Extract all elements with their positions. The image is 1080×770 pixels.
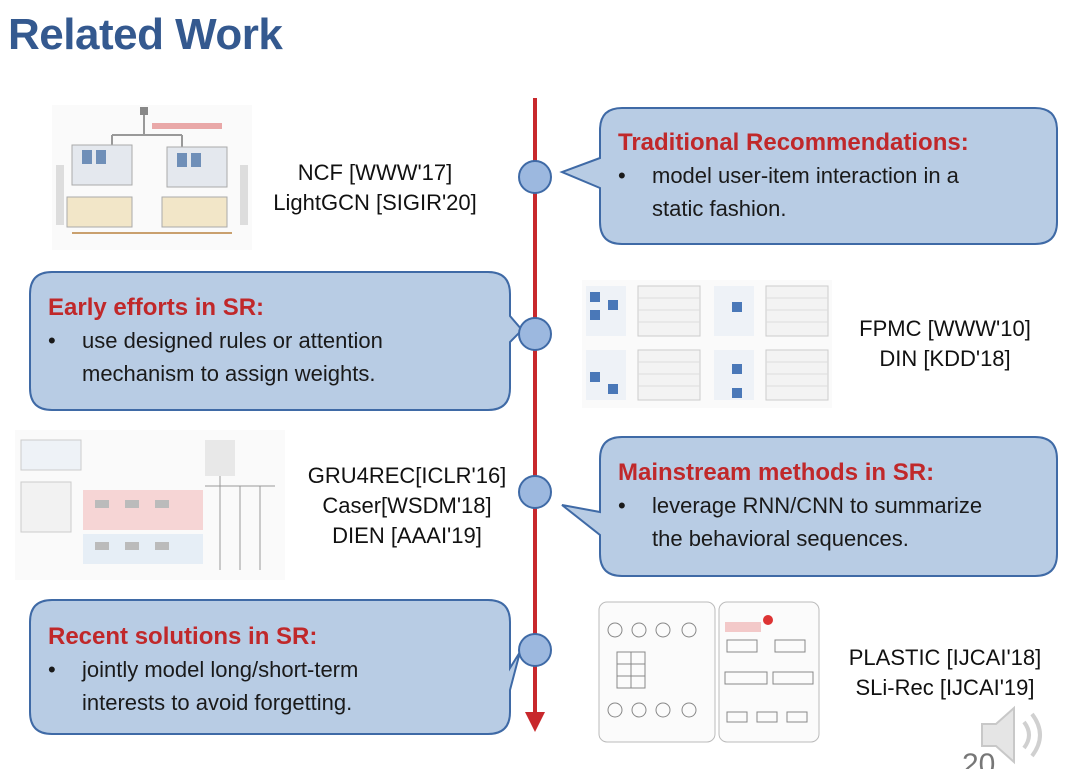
bullet: •	[618, 163, 626, 188]
citation: LightGCN [SIGIR'20]	[273, 190, 477, 215]
callout-early: Early efforts in SR: • use designed rules…	[48, 292, 508, 390]
bullet: •	[618, 493, 626, 518]
callout-line: the behavioral sequences.	[652, 526, 909, 551]
bullet: •	[48, 328, 56, 353]
callout-early-shape	[29, 271, 524, 411]
grid-panel	[586, 349, 701, 401]
callout-recent: Recent solutions in SR: • jointly model l…	[48, 621, 508, 719]
callout-heading: Mainstream methods in SR:	[618, 459, 935, 486]
citation: FPMC [WWW'10]	[859, 316, 1031, 341]
bullet: •	[48, 657, 56, 682]
callout-traditional: Traditional Recommendations: • model user…	[618, 127, 1048, 225]
callout-line: model user-item interaction in a	[652, 163, 959, 188]
callout-line: interests to avoid forgetting.	[82, 690, 353, 715]
citation-group-traditional: NCF [WWW'17] LightGCN [SIGIR'20]	[250, 158, 500, 218]
ncf-architecture-figure	[52, 105, 252, 250]
callout-heading: Early efforts in SR:	[48, 294, 265, 321]
speaker-icon[interactable]	[972, 700, 1052, 770]
callout-heading: Recent solutions in SR:	[48, 623, 318, 650]
callout-line: jointly model long/short-term	[82, 657, 359, 682]
callout-line: mechanism to assign weights.	[82, 361, 376, 386]
callout-heading: Traditional Recommendations:	[618, 129, 969, 156]
grid-panel	[714, 285, 829, 337]
citation: DIEN [AAAI'19]	[332, 523, 482, 548]
timeline-arrow	[533, 98, 537, 716]
page-number: 20	[962, 748, 996, 769]
grid-panel	[586, 285, 701, 337]
citation: DIN [KDD'18]	[879, 346, 1011, 371]
grid-panel	[714, 349, 829, 401]
callout-line: leverage RNN/CNN to summarize	[652, 493, 983, 518]
fpmc-din-figure	[582, 280, 832, 408]
callout-line: static fashion.	[652, 196, 787, 221]
callout-line: use designed rules or attention	[82, 328, 383, 353]
citation-group-recent: PLASTIC [IJCAI'18] SLi-Rec [IJCAI'19]	[830, 643, 1060, 703]
plastic-slirec-figure	[597, 600, 822, 745]
timeline-node	[518, 317, 552, 351]
slide-title: Related Work	[8, 10, 283, 59]
timeline-arrowhead	[525, 712, 545, 732]
timeline-node	[518, 633, 552, 667]
citation: PLASTIC [IJCAI'18]	[848, 645, 1042, 670]
citation: NCF [WWW'17]	[297, 160, 453, 185]
callout-mainstream: Mainstream methods in SR: • leverage RNN/…	[618, 457, 1048, 555]
callout-mainstream-shape	[561, 436, 1058, 577]
callout-traditional-shape	[559, 107, 1058, 245]
citation: SLi-Rec [IJCAI'19]	[855, 675, 1035, 700]
gru4rec-caser-dien-figure	[15, 430, 285, 580]
timeline-node	[518, 160, 552, 194]
citation: Caser[WSDM'18]	[322, 493, 492, 518]
timeline-node	[518, 475, 552, 509]
citation-group-early: FPMC [WWW'10] DIN [KDD'18]	[830, 314, 1060, 374]
citation: GRU4REC[ICLR'16]	[307, 463, 507, 488]
callout-recent-shape	[29, 599, 521, 735]
citation-group-mainstream: GRU4REC[ICLR'16] Caser[WSDM'18] DIEN [AA…	[292, 461, 522, 551]
